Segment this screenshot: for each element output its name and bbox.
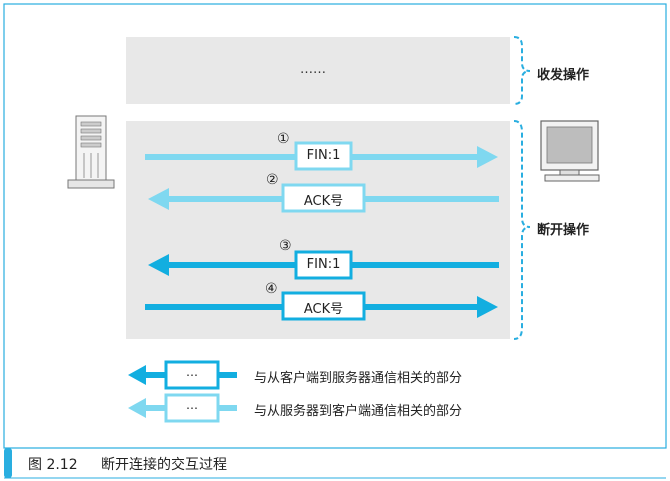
legend-server-to-client-box	[164, 393, 220, 423]
caption-accent	[4, 448, 12, 478]
legend-2-box-text: …	[186, 398, 198, 412]
legend-client-to-server-box	[164, 360, 220, 390]
step-1-label: FIN:1	[306, 148, 341, 163]
step-4-label: ACK号	[303, 302, 344, 317]
send-receive-panel	[126, 37, 510, 104]
step-4-number: ④	[265, 281, 278, 297]
step-2-label-box	[281, 183, 366, 213]
step-3-label: FIN:1	[306, 257, 341, 272]
server-icon	[67, 115, 115, 189]
send-receive-label: 收发操作	[537, 68, 590, 83]
send-receive-brace	[513, 36, 531, 105]
legend-1-box-text: …	[186, 365, 198, 379]
step-2-number: ②	[266, 172, 279, 188]
computer-icon	[540, 120, 600, 182]
legend-2-text: 与从服务器到客户端通信相关的部分	[254, 404, 463, 419]
top-panel-ellipsis: ……	[300, 62, 326, 77]
step-1-number: ①	[277, 131, 290, 147]
step-2-label: ACK号	[303, 194, 344, 209]
figure-frame	[3, 3, 667, 449]
legend-1-text: 与从客户端到服务器通信相关的部分	[254, 371, 463, 386]
disconnect-brace	[513, 120, 531, 340]
disconnect-label: 断开操作	[537, 223, 590, 238]
figure-title: 断开连接的交互过程	[101, 457, 227, 473]
step-4-label-box	[281, 291, 366, 321]
step-1-label-box	[294, 141, 353, 171]
figure-number: 图 2.12	[28, 457, 78, 473]
step-3-label-box	[294, 250, 353, 280]
step-3-number: ③	[279, 238, 292, 254]
